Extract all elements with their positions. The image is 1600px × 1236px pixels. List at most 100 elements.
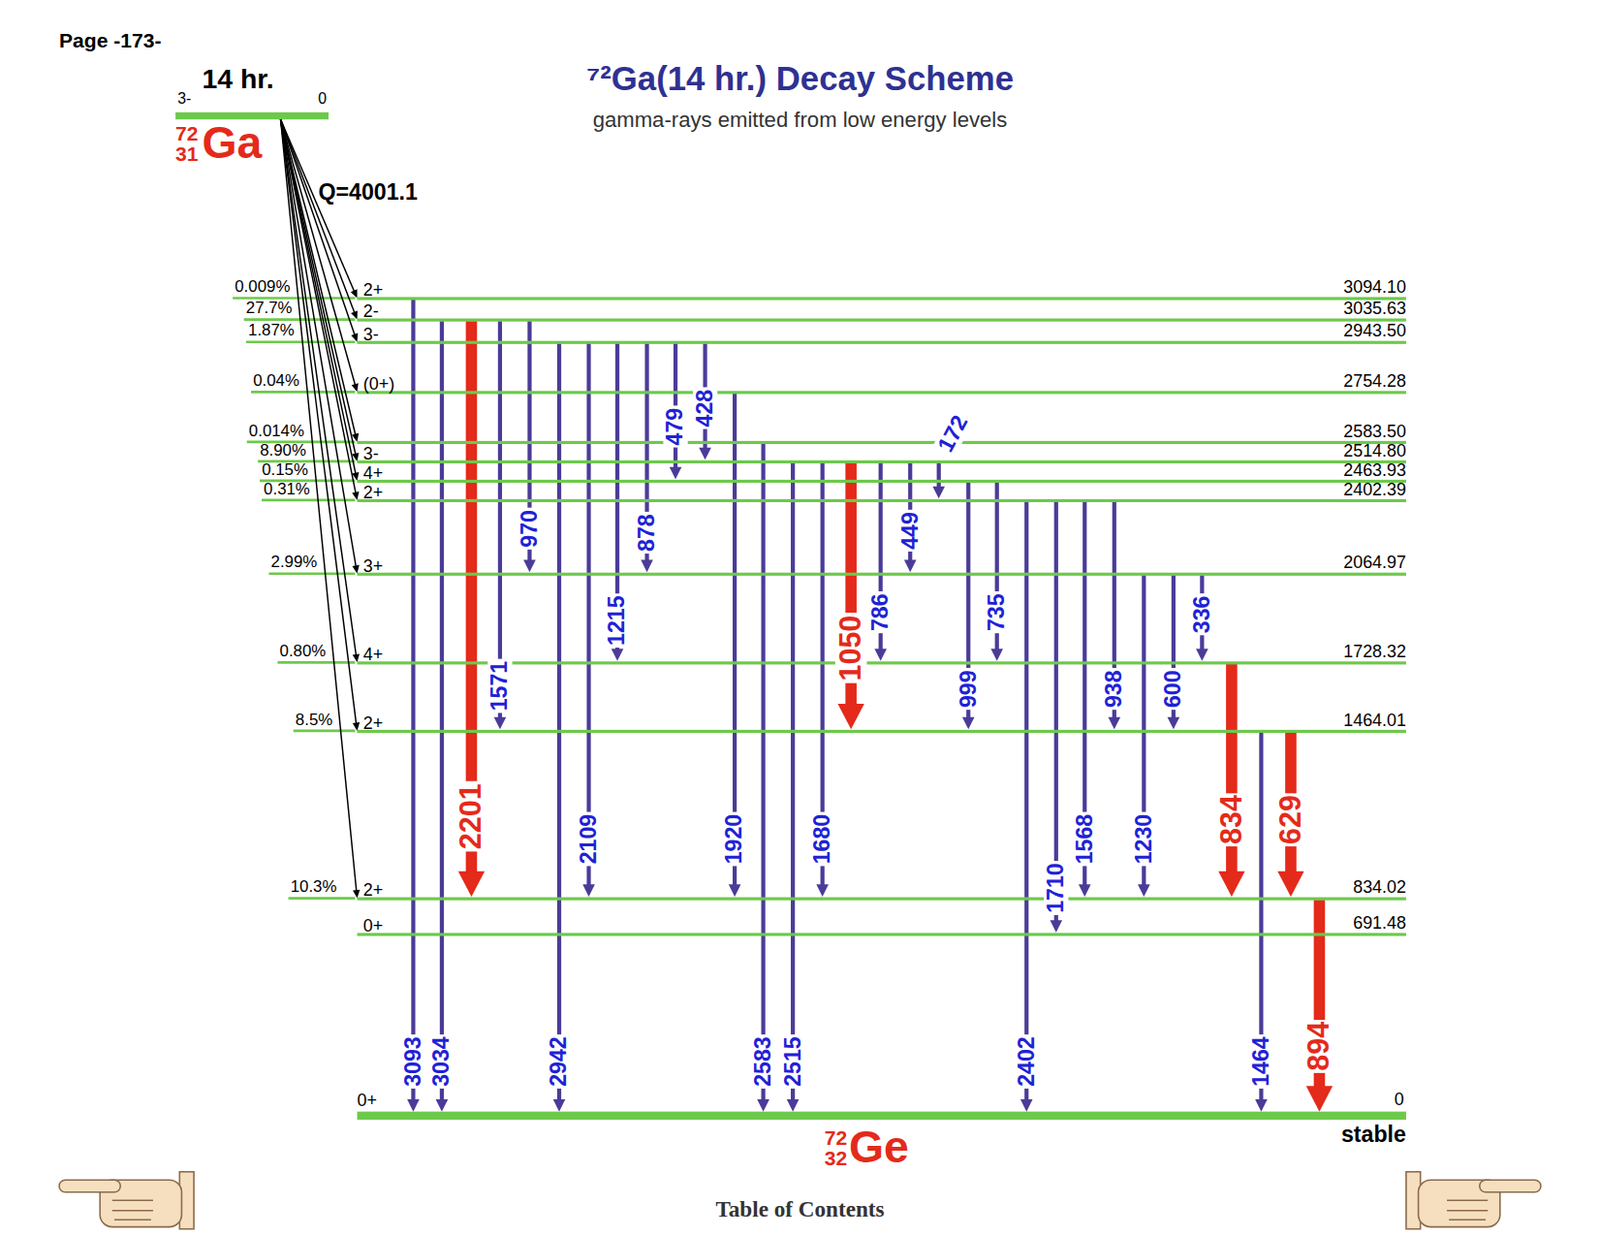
spin-parity: 2+ <box>363 281 383 299</box>
gamma-energy: 938 <box>1101 667 1127 710</box>
gamma-line <box>790 463 795 1101</box>
ground-level: 0+0stable7232Ge <box>357 1111 1407 1120</box>
atomic-number: 31 <box>175 143 198 164</box>
branching-ratio: 8.5% <box>295 711 333 728</box>
level-energy: 3094.10 <box>1343 278 1407 296</box>
level-energy: 2463.93 <box>1343 460 1407 478</box>
gamma-line <box>439 320 444 1100</box>
spin-parity: 3+ <box>363 556 383 574</box>
arrow-head <box>458 871 485 897</box>
branching-ratio: 2.99% <box>271 554 318 571</box>
arrow-head <box>786 1098 800 1112</box>
stability-note: stable <box>1341 1123 1407 1146</box>
arrow-head <box>1218 871 1245 897</box>
energy-level: 3+2064.97 <box>357 571 1407 575</box>
mass-number: 72 <box>824 1127 848 1148</box>
arrow-head <box>1137 883 1151 897</box>
beta-line <box>281 119 357 891</box>
energy-level: 3-2943.50 <box>357 340 1407 344</box>
gamma-transition <box>1218 663 1245 897</box>
level-energy: 2402.39 <box>1343 479 1407 498</box>
ratio-tick <box>268 571 355 575</box>
ratio-tick <box>293 729 356 733</box>
toc-link: Table of Contents <box>0 1197 1600 1221</box>
arrow-head <box>407 1098 420 1112</box>
arrow-head <box>640 560 654 573</box>
arrow-head <box>611 648 625 661</box>
level-energy: 2064.97 <box>1343 553 1407 571</box>
arrow-head <box>1277 871 1304 897</box>
gamma-energy: 172 <box>932 409 973 459</box>
gamma-energy: 428 <box>692 387 718 430</box>
gamma-line <box>586 343 591 885</box>
gamma-line <box>1054 501 1059 922</box>
level-energy: 0 <box>1394 1091 1405 1109</box>
energy-level: (0+)2754.28 <box>357 390 1407 394</box>
arrow-head <box>494 717 507 730</box>
beta-branch <box>281 119 360 462</box>
pointing-hand <box>1406 1171 1541 1229</box>
branching-ratio: 0.15% <box>261 461 309 478</box>
arrow-head <box>990 648 1004 661</box>
element-symbol: Ga <box>201 120 262 165</box>
half-life: 14 hr. <box>201 64 274 93</box>
level-energy: 2514.80 <box>1343 440 1407 459</box>
gamma-energy: 2515 <box>780 1034 805 1089</box>
energy-level: 2+1464.01 <box>357 728 1407 732</box>
energy-level: 2583.50 <box>357 439 1407 443</box>
energy-level: 3-2514.80 <box>357 459 1407 463</box>
atomic-number: 32 <box>824 1148 848 1169</box>
arrow-head <box>436 1098 449 1112</box>
gamma-energy: 1710 <box>1043 860 1068 915</box>
spin-parity: 4+ <box>363 464 383 482</box>
arrow-head <box>932 486 945 500</box>
gamma-transition <box>1020 501 1034 1112</box>
ratio-tick <box>277 660 355 664</box>
arrow-head <box>523 560 536 573</box>
spin-parity: 0+ <box>363 916 383 935</box>
gamma-energy: 2201 <box>455 781 488 851</box>
gamma-line <box>1024 501 1029 1101</box>
arrow-head <box>1167 717 1181 730</box>
mass-number: 72 <box>175 123 198 144</box>
gamma-line <box>557 343 562 1100</box>
gamma-line <box>760 442 765 1100</box>
beta-branch <box>281 119 361 898</box>
spin-parity: 3- <box>177 91 191 107</box>
gamma-energy: 894 <box>1303 1019 1336 1073</box>
gamma-energy: 735 <box>984 591 1009 633</box>
gamma-energy: 1680 <box>810 812 835 867</box>
page-number: Page -173- <box>59 31 161 52</box>
gamma-energy: 834 <box>1216 792 1249 847</box>
arrow-head <box>553 1098 566 1112</box>
arrow-head <box>1195 648 1209 661</box>
energy-level: 2+2402.39 <box>357 498 1407 502</box>
level-energy: 1728.32 <box>1343 642 1407 660</box>
gamma-energy: 3093 <box>401 1034 426 1089</box>
arrow-head <box>815 883 829 897</box>
energy-level: 2-3035.63 <box>357 317 1407 321</box>
arrow-head <box>728 883 742 897</box>
branching-ratio: 0.009% <box>234 278 290 295</box>
branching-ratio: 10.3% <box>290 878 338 896</box>
ratio-tick <box>246 340 355 344</box>
energy-level: 0+691.48 <box>357 932 1407 936</box>
energy-level: 2+834.02 <box>357 896 1407 900</box>
arrow-head <box>756 1098 770 1112</box>
level-energy: 2754.28 <box>1343 372 1407 390</box>
level-energy: 0 <box>317 91 327 107</box>
gamma-energy: 449 <box>898 509 923 552</box>
spin-parity: 4+ <box>363 645 383 663</box>
gamma-energy: 1464 <box>1249 1034 1274 1089</box>
arrow-head <box>1306 1085 1333 1111</box>
gamma-energy: 2942 <box>546 1034 571 1089</box>
gamma-energy: 878 <box>634 511 659 554</box>
gamma-energy: 970 <box>517 507 542 550</box>
gamma-energy: 2109 <box>576 812 601 867</box>
spin-parity: (0+) <box>363 375 395 393</box>
spin-parity: 3- <box>363 324 379 343</box>
beta-line <box>281 119 356 385</box>
gamma-energy: 479 <box>662 406 688 448</box>
gamma-transition <box>837 463 864 730</box>
gamma-energy: 999 <box>956 667 981 710</box>
